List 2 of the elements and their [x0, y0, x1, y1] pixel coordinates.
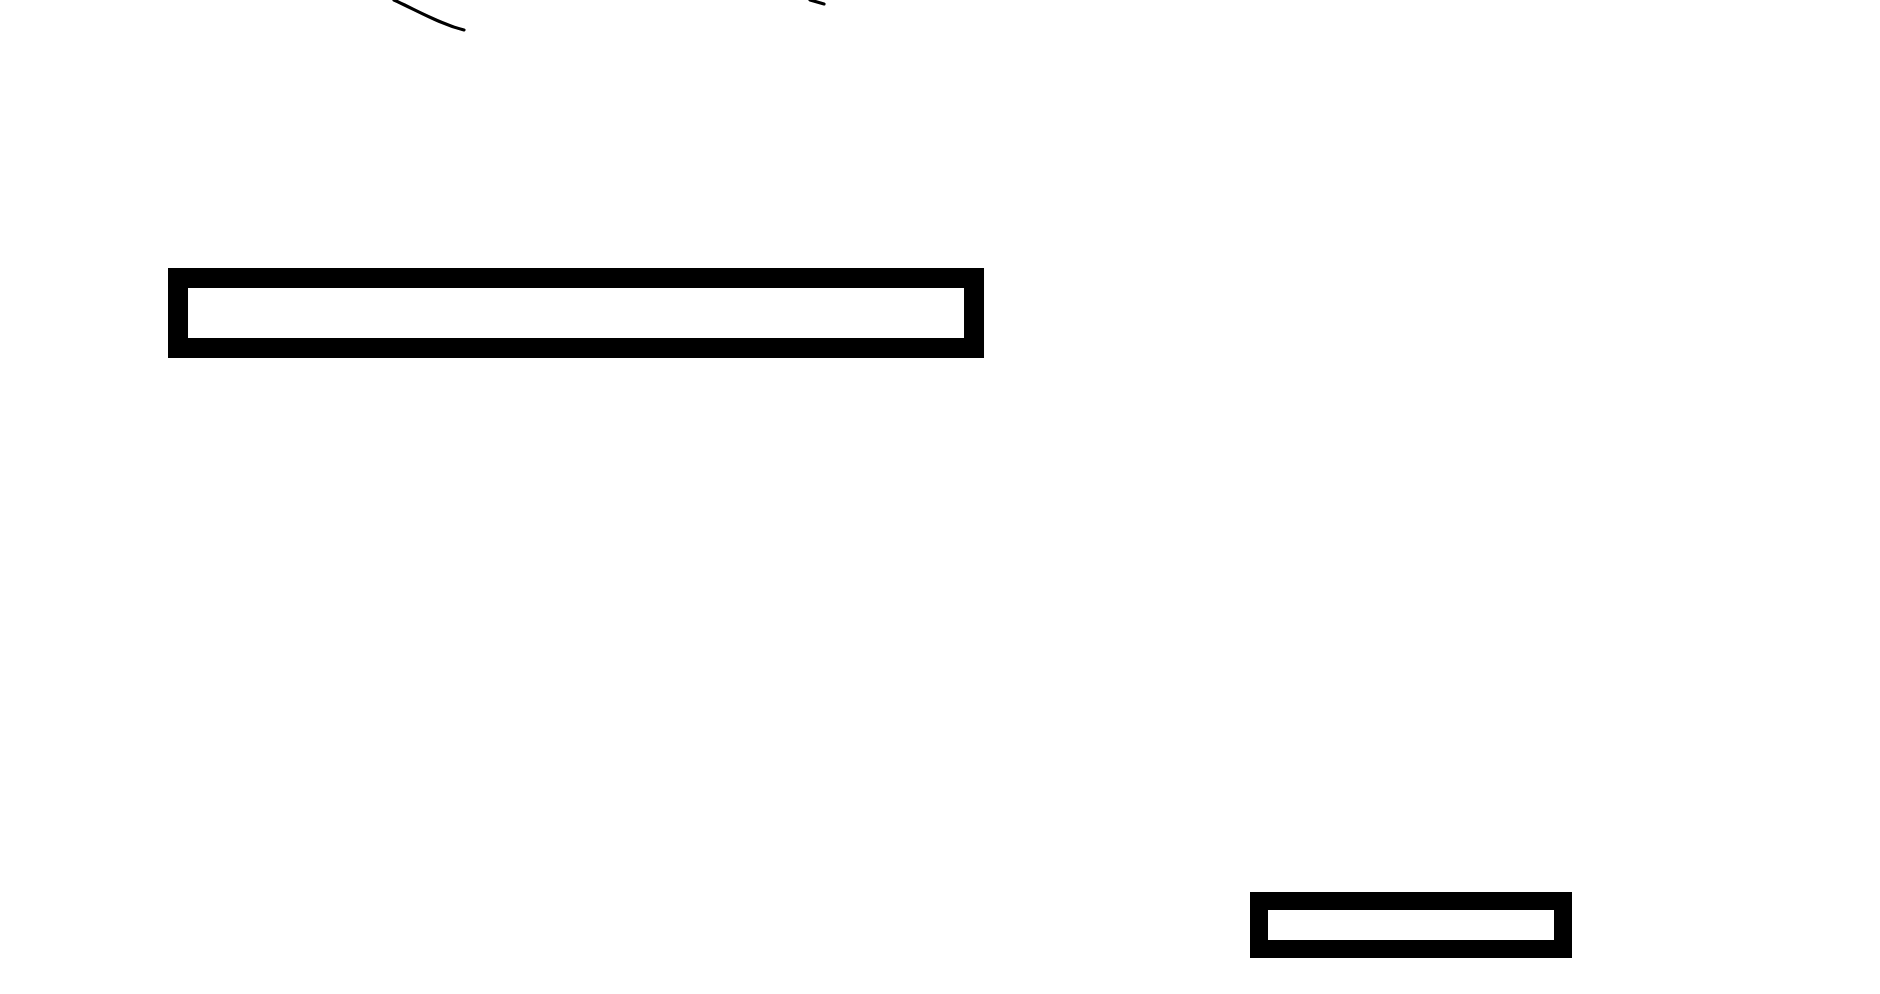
answer-box	[168, 267, 984, 358]
answer-box	[1250, 891, 1572, 958]
